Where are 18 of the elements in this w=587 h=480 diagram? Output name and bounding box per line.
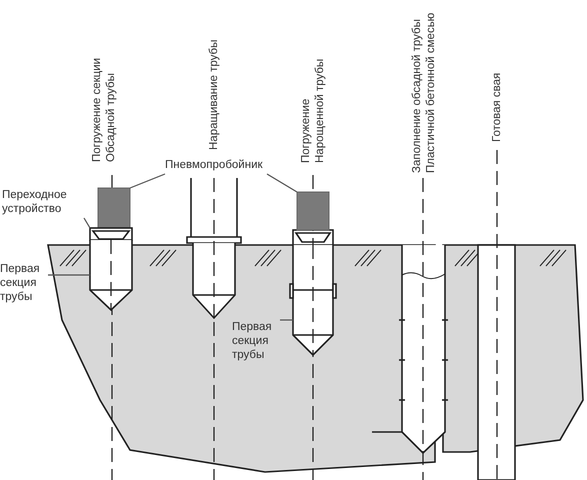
leader-line	[83, 218, 91, 228]
pipe-section	[289, 244, 337, 356]
pneumatic-hammer-block	[98, 188, 130, 228]
leader-line	[266, 173, 298, 193]
pneumatic-hammer-block	[296, 192, 330, 230]
callout-text: Пневмопробойник	[165, 158, 267, 172]
stage-caption: Готовая свая	[490, 72, 504, 142]
stage-caption: Заполнение обсадной трубы Пластичной бетонной смесью	[410, 12, 438, 173]
stage-caption: Наращивание трубы	[207, 38, 221, 150]
callout-text: Первая секция трубы	[0, 262, 48, 304]
adapter-drawing	[89, 227, 133, 241]
callout-text: Первая секция трубы	[232, 320, 280, 362]
leader-line	[48, 274, 90, 276]
stage-caption: Погружение Нарощенной трубы	[299, 58, 327, 163]
callout-text: Переходное устройство	[2, 188, 84, 216]
leader-line	[130, 173, 166, 189]
stage-caption: Погружение секции Обсадной трубы	[90, 56, 118, 162]
leader-line	[280, 319, 293, 321]
